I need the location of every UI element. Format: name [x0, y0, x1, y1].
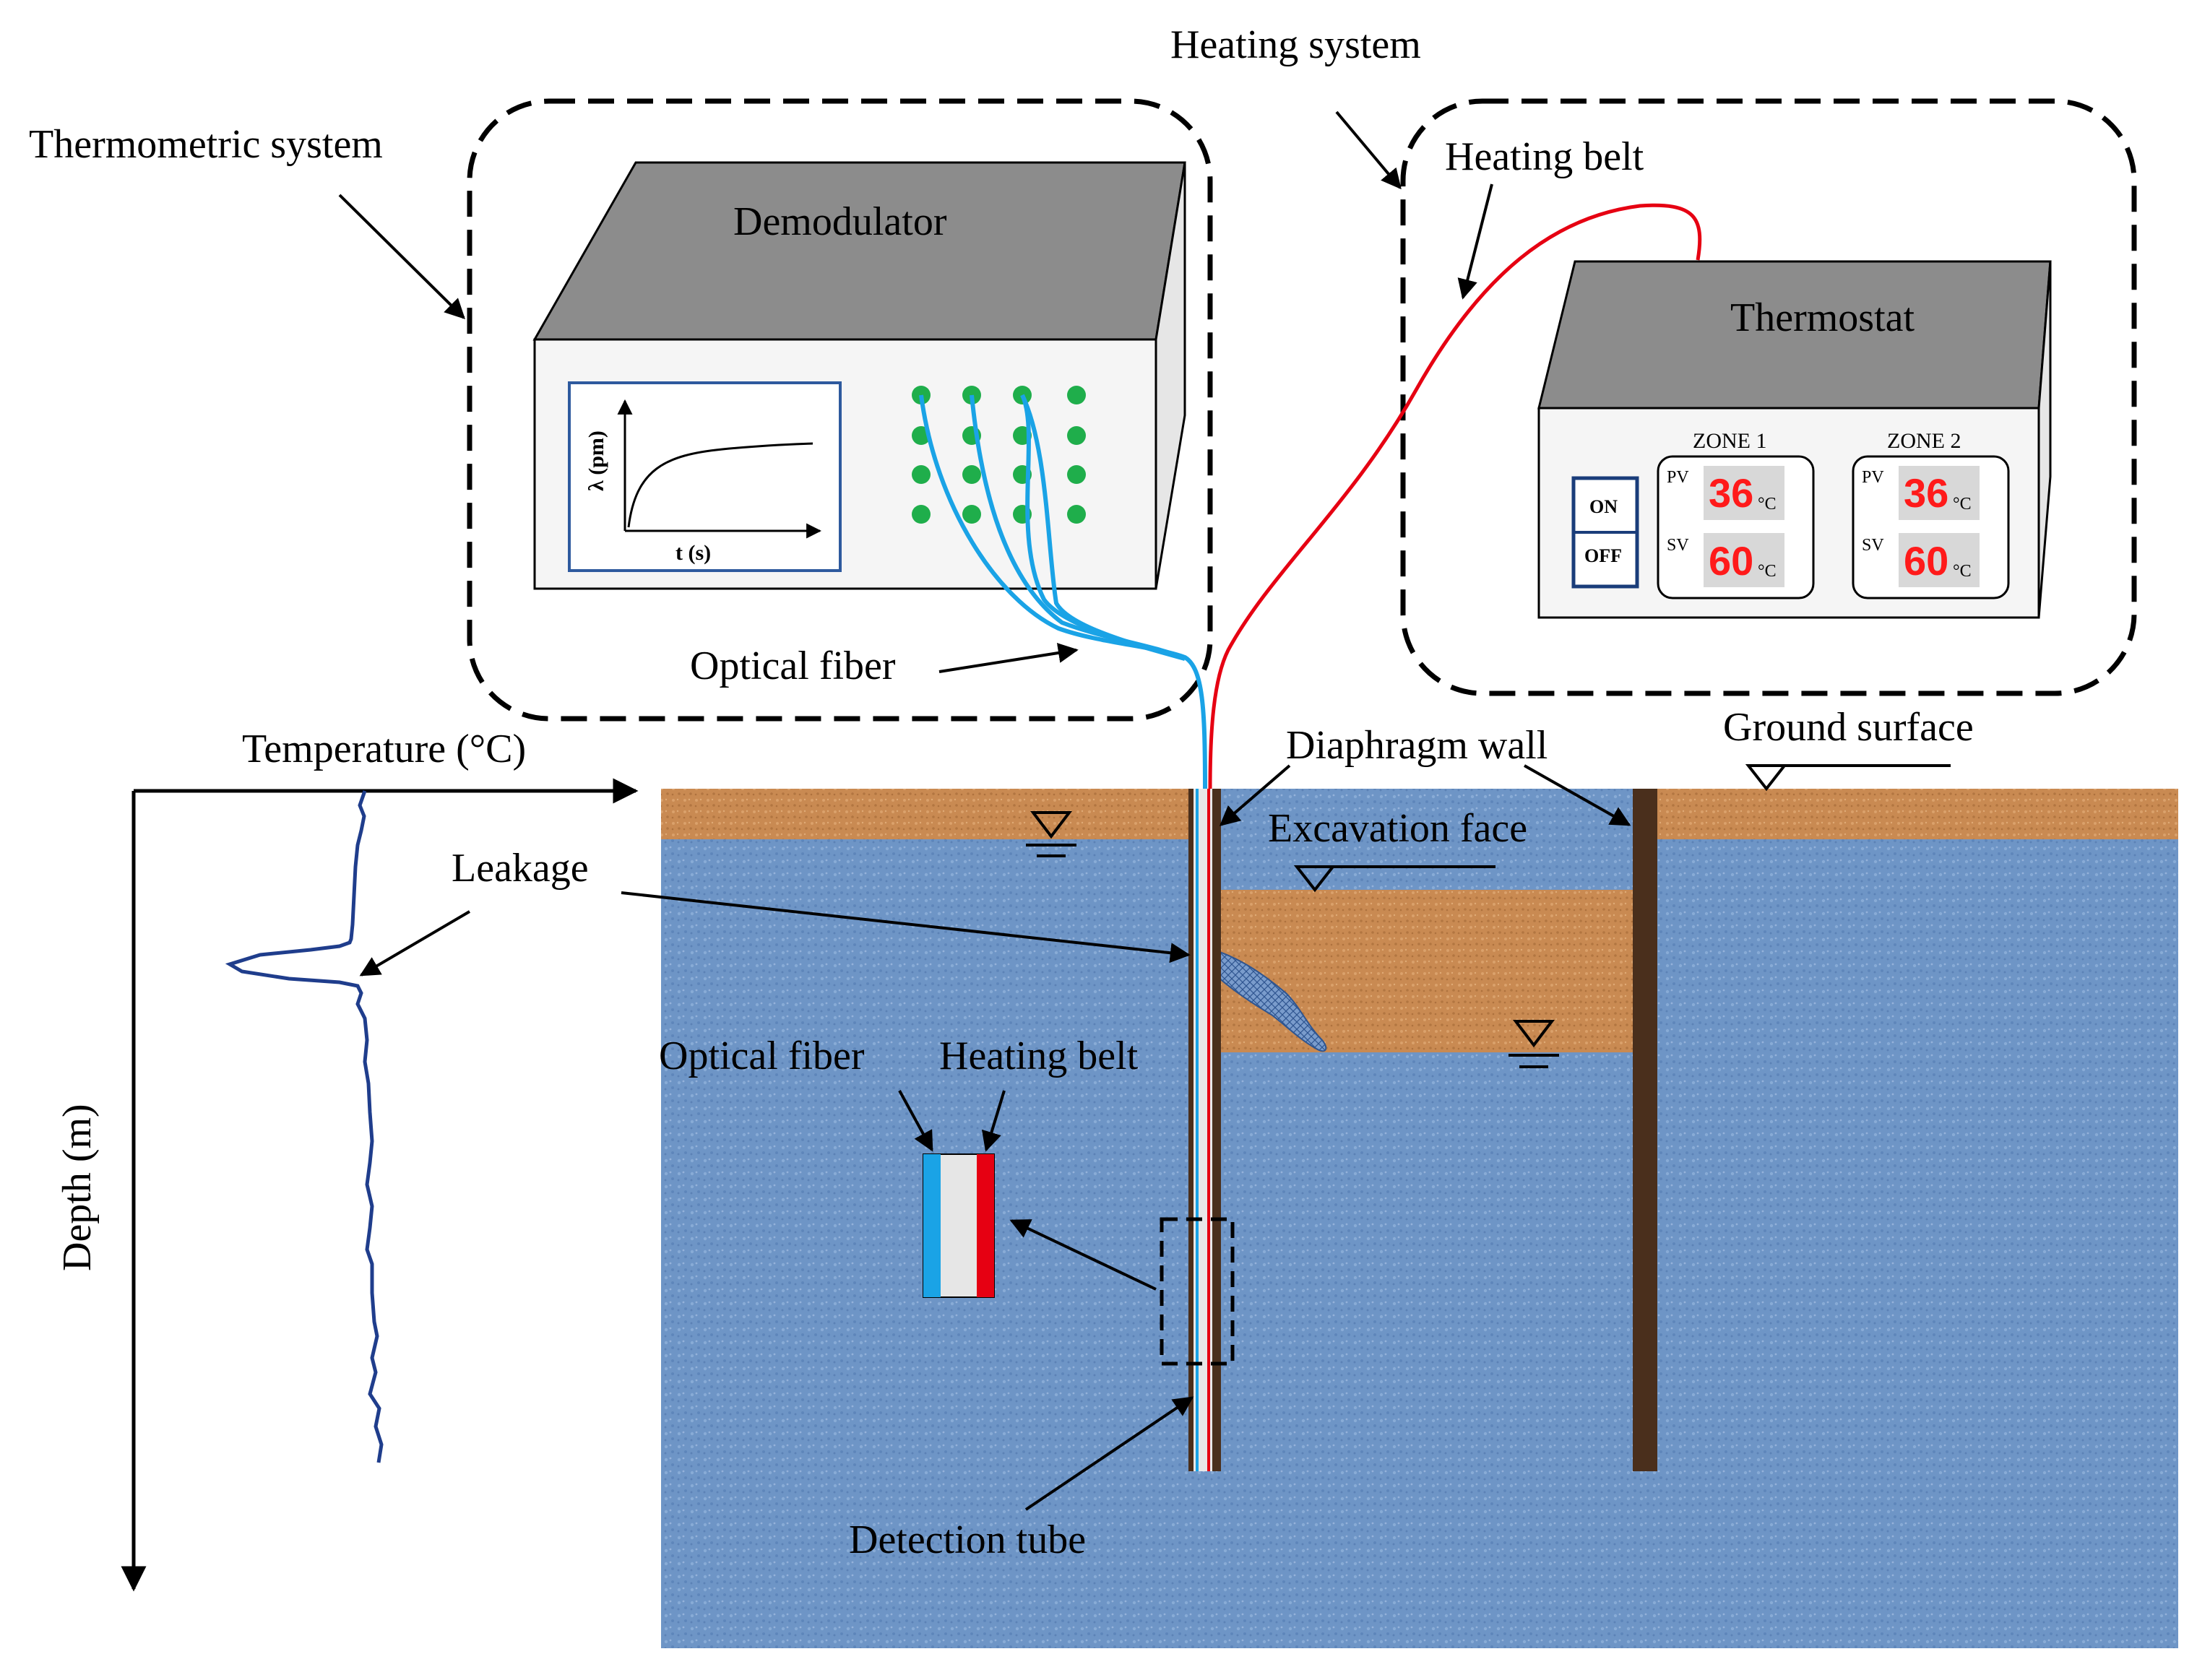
ground-labels: Diaphragm wall Ground surface Excavation… [359, 705, 1974, 1562]
zone2-sv-unit: °C [1953, 562, 1972, 581]
detail-heating-belt [977, 1154, 994, 1297]
diaphragm-wall-arrow-right [1524, 764, 1631, 826]
optical-fiber-label-top: Optical fiber [690, 644, 896, 688]
thermometric-system-label: Thermometric system [29, 122, 383, 167]
temperature-profile: Temperature (°C) Depth (m) [55, 727, 639, 1592]
optical-fiber-arrow [938, 643, 1079, 673]
plot-y-label: λ (pm) [584, 430, 608, 491]
depth-axis-label: Depth (m) [55, 1104, 100, 1271]
connector-dot [962, 465, 981, 484]
temperature-axis-label: Temperature (°C) [242, 727, 526, 771]
soil-layer-left [661, 789, 1188, 839]
plot-x-label: t (s) [675, 541, 711, 565]
excavation-face-marker [1293, 865, 1495, 893]
connector-dot [1067, 386, 1086, 404]
connector-dot [912, 505, 931, 524]
ground-section [661, 764, 2178, 1648]
detail-optical-fiber [923, 1154, 941, 1297]
detail-belt-arrow [981, 1090, 1006, 1152]
thermometric-system: Demodulator λ (pm) t (s) [29, 98, 1213, 789]
zone2-title: ZONE 2 [1887, 429, 1961, 453]
zone2-pv-unit: °C [1953, 495, 1972, 514]
zoom-box [1160, 1217, 1235, 1366]
heating-belt-label-top: Heating belt [1445, 134, 1644, 179]
heating-belt-label-detail: Heating belt [939, 1034, 1139, 1078]
heating-system-label: Heating system [1170, 22, 1421, 67]
heating-system-boundary [1400, 98, 2137, 696]
optical-fiber-label-detail: Optical fiber [659, 1034, 865, 1078]
demodulator-plot: λ (pm) t (s) [568, 381, 842, 572]
zone1-sv-unit: °C [1758, 562, 1777, 581]
zone1-title: ZONE 1 [1693, 429, 1766, 453]
detection-tube-label: Detection tube [849, 1517, 1086, 1562]
zone1-pv-value: 36 [1709, 470, 1753, 516]
excavation-face-label: Excavation face [1268, 806, 1527, 851]
diaphragm-wall-arrow-left [1219, 764, 1291, 826]
off-button-label: OFF [1584, 545, 1622, 566]
leakage-arrow-profile [359, 910, 471, 977]
connector-dot [912, 465, 931, 484]
zone2-pv-value: 36 [1904, 470, 1948, 516]
diaphragm-wall-label: Diaphragm wall [1286, 723, 1548, 768]
connector-dot [1067, 505, 1086, 524]
leakage-label: Leakage [452, 846, 589, 891]
heating-belt-arrow [1457, 183, 1493, 300]
zoom-arrow [1009, 1219, 1157, 1291]
zone1-pv-label: PV [1667, 468, 1689, 487]
zone2-panel: ZONE 2 PV SV 36 60 °C °C [1852, 429, 2010, 599]
zone1-pv-unit: °C [1758, 495, 1777, 514]
ground-surface-marker [1745, 764, 1951, 792]
connector-dot [1067, 426, 1086, 445]
diaphragm-wall-right [1633, 789, 1657, 1471]
ground-surface-label: Ground surface [1723, 705, 1974, 750]
heating-system: Thermostat ON OFF ZONE 1 PV SV 36 60 °C … [1170, 22, 2137, 789]
heating-belt-cable [1208, 203, 1702, 789]
thermostat-label: Thermostat [1730, 295, 1915, 340]
detection-tube-arrow [1024, 1396, 1194, 1511]
zone2-sv-value: 60 [1904, 538, 1948, 584]
optical-fiber-bundle [919, 394, 1207, 789]
connector-dot [962, 505, 981, 524]
soil-layer-excavation [1221, 890, 1640, 1052]
thermometric-system-boundary [467, 98, 1213, 722]
demodulator-label: Demodulator [733, 199, 947, 244]
zone1-sv-label: SV [1667, 536, 1689, 555]
on-button-label: ON [1589, 496, 1618, 517]
heating-system-arrow [1335, 111, 1402, 190]
zone1-panel: ZONE 1 PV SV 36 60 °C °C [1657, 429, 1815, 599]
water-table-symbol-left [1026, 811, 1076, 857]
power-switch: ON OFF [1571, 476, 1639, 589]
detail-fiber-arrow [898, 1090, 933, 1152]
tube-detail-inset: Optical fiber Heating belt [659, 1034, 1157, 1298]
thermometric-system-arrow [338, 194, 465, 319]
soil-layer-right [1654, 789, 2178, 839]
connector-dot [1067, 465, 1086, 484]
leakage-arrow-wall [621, 891, 1191, 964]
water-table-symbol-excavation [1508, 1020, 1559, 1068]
zone1-sv-value: 60 [1709, 538, 1753, 584]
temperature-profile-curve [225, 790, 384, 1463]
zone2-pv-label: PV [1862, 468, 1884, 487]
zone2-sv-label: SV [1862, 536, 1884, 555]
